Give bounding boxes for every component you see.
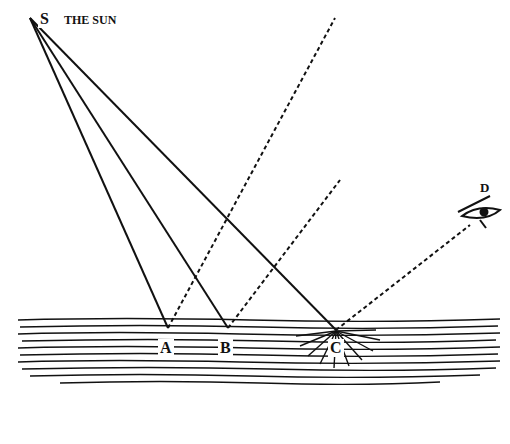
incident-ray [30,18,336,330]
incident-ray [30,18,228,328]
water-line [20,326,498,329]
reflected-ray [228,180,340,328]
sun-label: THE SUN [62,13,118,27]
water-line [22,368,496,371]
water-line [60,382,440,385]
eye-pupil [481,209,488,216]
point-label: A [158,339,174,357]
reflected-ray [336,225,470,330]
water-line [18,319,500,322]
water-line [18,333,500,336]
water-line [22,340,496,343]
point-label: D [478,180,491,195]
eye-lash [480,220,486,228]
water-line [18,347,500,350]
point-label: S [38,10,51,28]
reflected-rays [168,18,470,330]
water-line [20,354,498,357]
glitter-burst [296,330,380,368]
eye-outline [462,208,500,218]
burst-ray [336,330,376,331]
point-label: B [218,339,233,357]
water-line [30,375,480,378]
point-label: C [328,339,344,357]
eye-symbol [458,196,500,228]
reflected-ray [168,18,335,328]
water-line [18,361,500,364]
incident-ray [30,18,168,328]
sun-rays [30,18,336,330]
water-surface [18,319,500,385]
